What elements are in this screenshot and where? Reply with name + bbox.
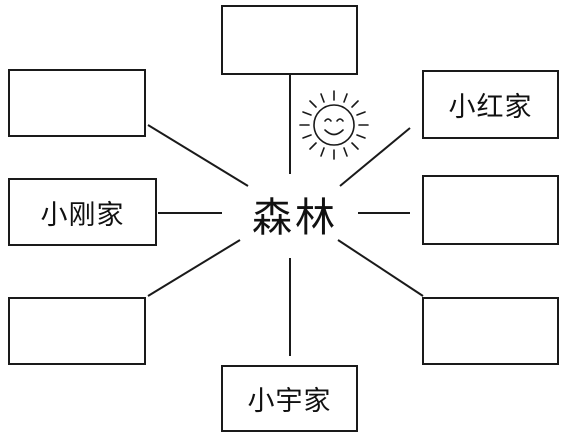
box-middle-left-xiaogang-home: 小刚家 bbox=[8, 178, 157, 246]
connector-upper-left bbox=[147, 124, 249, 187]
box-middle-right bbox=[422, 175, 559, 245]
box-lower-right bbox=[422, 297, 559, 365]
box-bottom-xiaoyu-home: 小宇家 bbox=[221, 365, 358, 432]
connector-lower-left bbox=[147, 239, 241, 297]
box-upper-right-xiaohong-home: 小红家 bbox=[422, 70, 559, 139]
connector-upper-right bbox=[339, 127, 411, 187]
center-label-forest: 森林 bbox=[252, 195, 338, 241]
box-top bbox=[221, 5, 358, 75]
box-lower-left bbox=[8, 297, 146, 365]
sun-icon bbox=[297, 88, 371, 167]
box-upper-left bbox=[8, 69, 146, 137]
connector-lower-right bbox=[337, 239, 424, 297]
